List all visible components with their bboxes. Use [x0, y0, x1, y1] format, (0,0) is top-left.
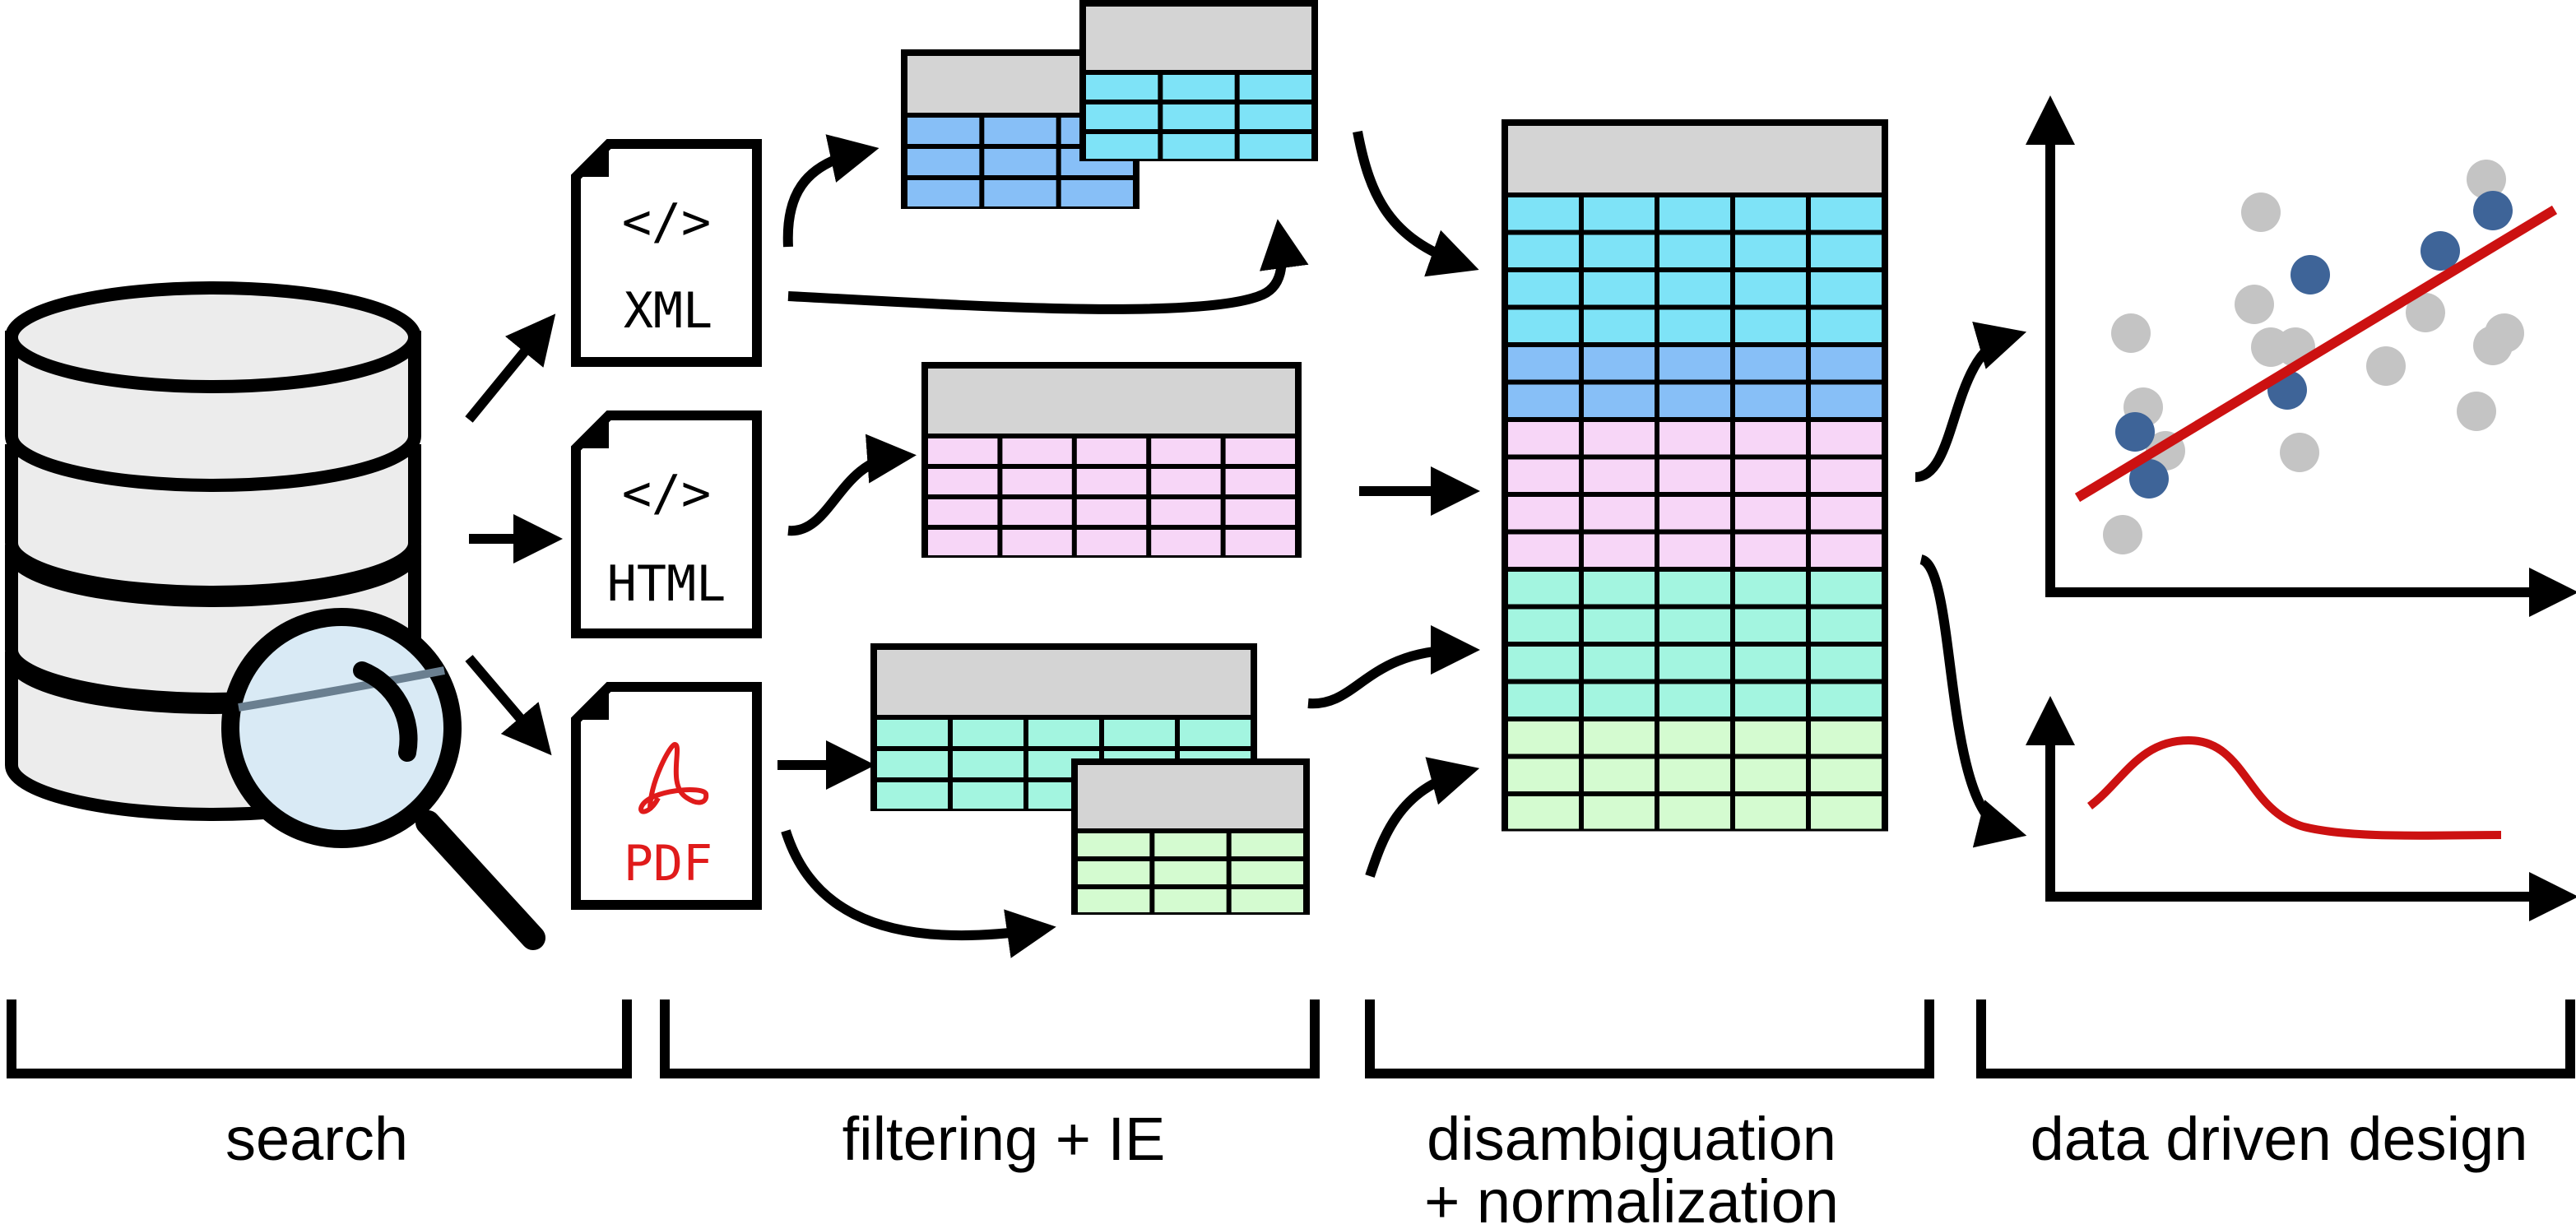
stage-label-search: search — [225, 1105, 408, 1173]
scatter-point-blue — [2291, 255, 2330, 294]
merged-table-icon — [1502, 119, 1888, 832]
scatter-point-gray — [2366, 346, 2406, 386]
scatter-point-gray — [2111, 313, 2151, 353]
table-icon — [1079, 0, 1318, 161]
output-arrows — [1915, 322, 2027, 848]
scatter-point-gray — [2235, 285, 2274, 324]
stage-label-normalization: + normalization — [1424, 1167, 1839, 1229]
acrobat-icon — [638, 741, 709, 814]
scatter-point-gray — [2485, 313, 2524, 353]
table-icon — [870, 643, 1257, 811]
document-arrows — [777, 134, 1309, 958]
merged-table — [1502, 119, 1888, 832]
scatter-point-gray — [2103, 515, 2142, 554]
table-icon — [1071, 758, 1310, 915]
xml-label: XML — [624, 282, 712, 340]
scatter-point-gray — [2241, 192, 2281, 232]
magnifier-icon — [221, 608, 545, 950]
scatter-point-blue — [2473, 191, 2513, 230]
pdf-label: PDF — [624, 835, 712, 893]
scatter-point-gray — [2457, 392, 2496, 431]
scatter-point-gray — [2280, 433, 2319, 472]
stage-brackets — [7, 999, 2575, 1078]
merge-arrows — [1307, 130, 1480, 878]
stage-label-disambiguation: disambiguation — [1427, 1105, 1836, 1173]
table-icon — [921, 362, 1302, 558]
code-icon: </> — [622, 465, 711, 522]
xml-file-icon: </> XML — [571, 139, 762, 367]
pdf-file-icon: PDF — [571, 682, 762, 910]
database-arrows — [465, 313, 563, 756]
scatter-plot-icon — [2026, 95, 2576, 617]
scatter-point-blue — [2115, 412, 2155, 452]
code-icon: </> — [622, 193, 711, 251]
database-icon — [5, 281, 421, 821]
stage-label-data-driven-design: data driven design — [2031, 1105, 2528, 1173]
html-file-icon: </> HTML — [571, 410, 762, 638]
curve-plot-icon — [2026, 696, 2576, 921]
html-label: HTML — [607, 555, 726, 613]
stage-label-filtering: filtering + IE — [842, 1105, 1166, 1173]
extracted-tables — [870, 0, 1318, 915]
